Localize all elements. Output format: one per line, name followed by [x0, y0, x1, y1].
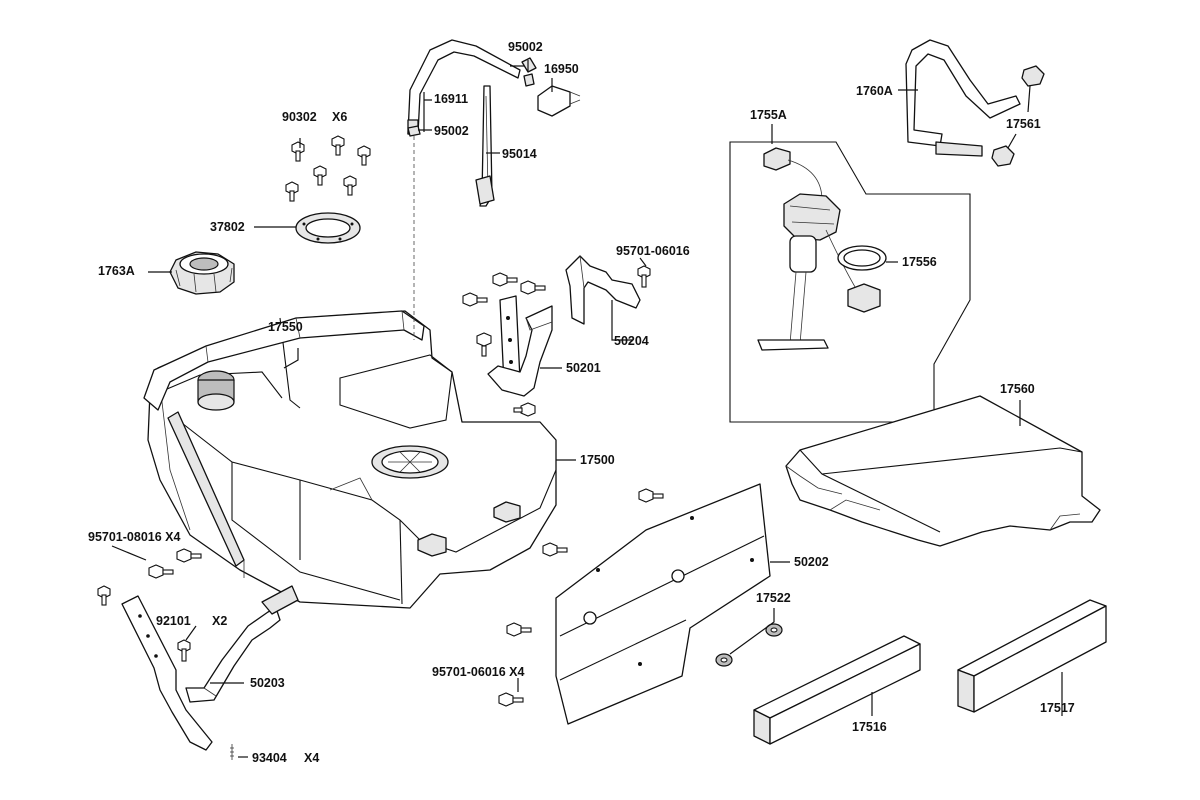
callout-95701-06016: 95701-06016 — [616, 244, 690, 258]
shield-plate-50202 — [498, 483, 771, 725]
callout-50202: 50202 — [794, 555, 829, 569]
callout-17516: 17516 — [852, 720, 887, 734]
callout-17560: 17560 — [1000, 382, 1035, 396]
callout-95002-mid: 95002 — [434, 124, 469, 138]
qty-x4: X4 — [304, 751, 320, 765]
callout-92101: 92101 — [156, 614, 191, 628]
bolts-90302-x6 — [285, 135, 371, 202]
callout-1763A: 1763A — [98, 264, 135, 278]
callout-17517: 17517 — [1040, 701, 1075, 715]
callout-17550: 17550 — [268, 320, 303, 334]
fuel-cap-1763A — [169, 251, 235, 295]
pad-17517 — [957, 599, 1107, 713]
callout-90302: 90302 — [282, 110, 317, 124]
callout-93404: 93404 — [252, 751, 287, 765]
fuel-pump-box-1755A — [729, 141, 971, 423]
qty-x2: X2 — [212, 614, 228, 628]
callout-95701-08016-x4: 95701-08016 X4 — [88, 530, 181, 544]
pad-17516 — [753, 635, 921, 745]
callout-50201: 50201 — [566, 361, 601, 375]
bracket-50201 — [462, 272, 553, 417]
fuel-pump-1755A — [757, 147, 887, 351]
qty-x6: X6 — [332, 110, 348, 124]
hose-1760A — [905, 39, 1045, 167]
callout-16950: 16950 — [544, 62, 579, 76]
callout-50204: 50204 — [614, 334, 649, 348]
callout-95701-06016-x4: 95701-06016 X4 — [432, 665, 525, 679]
bracket-50203 — [97, 548, 299, 760]
callout-95002-top: 95002 — [508, 40, 543, 54]
heat-shield-17550 — [143, 310, 425, 411]
fuel-tank-17500 — [147, 310, 557, 609]
callout-17500: 17500 — [580, 453, 615, 467]
grommets-17522 — [715, 623, 783, 667]
bracket-50204 — [565, 255, 651, 325]
callout-95014: 95014 — [502, 147, 537, 161]
callout-17561: 17561 — [1006, 117, 1041, 131]
leader-lines — [111, 60, 1063, 758]
callout-1760A: 1760A — [856, 84, 893, 98]
skid-plate-17560 — [785, 395, 1101, 547]
gasket-37802 — [295, 212, 361, 244]
callout-16911: 16911 — [434, 92, 469, 106]
callout-17556: 17556 — [902, 255, 937, 269]
vent-hose-assembly — [407, 39, 581, 340]
callout-1755A: 1755A — [750, 108, 787, 122]
callout-17522: 17522 — [756, 591, 791, 605]
callout-50203: 50203 — [250, 676, 285, 690]
callout-37802: 37802 — [210, 220, 245, 234]
